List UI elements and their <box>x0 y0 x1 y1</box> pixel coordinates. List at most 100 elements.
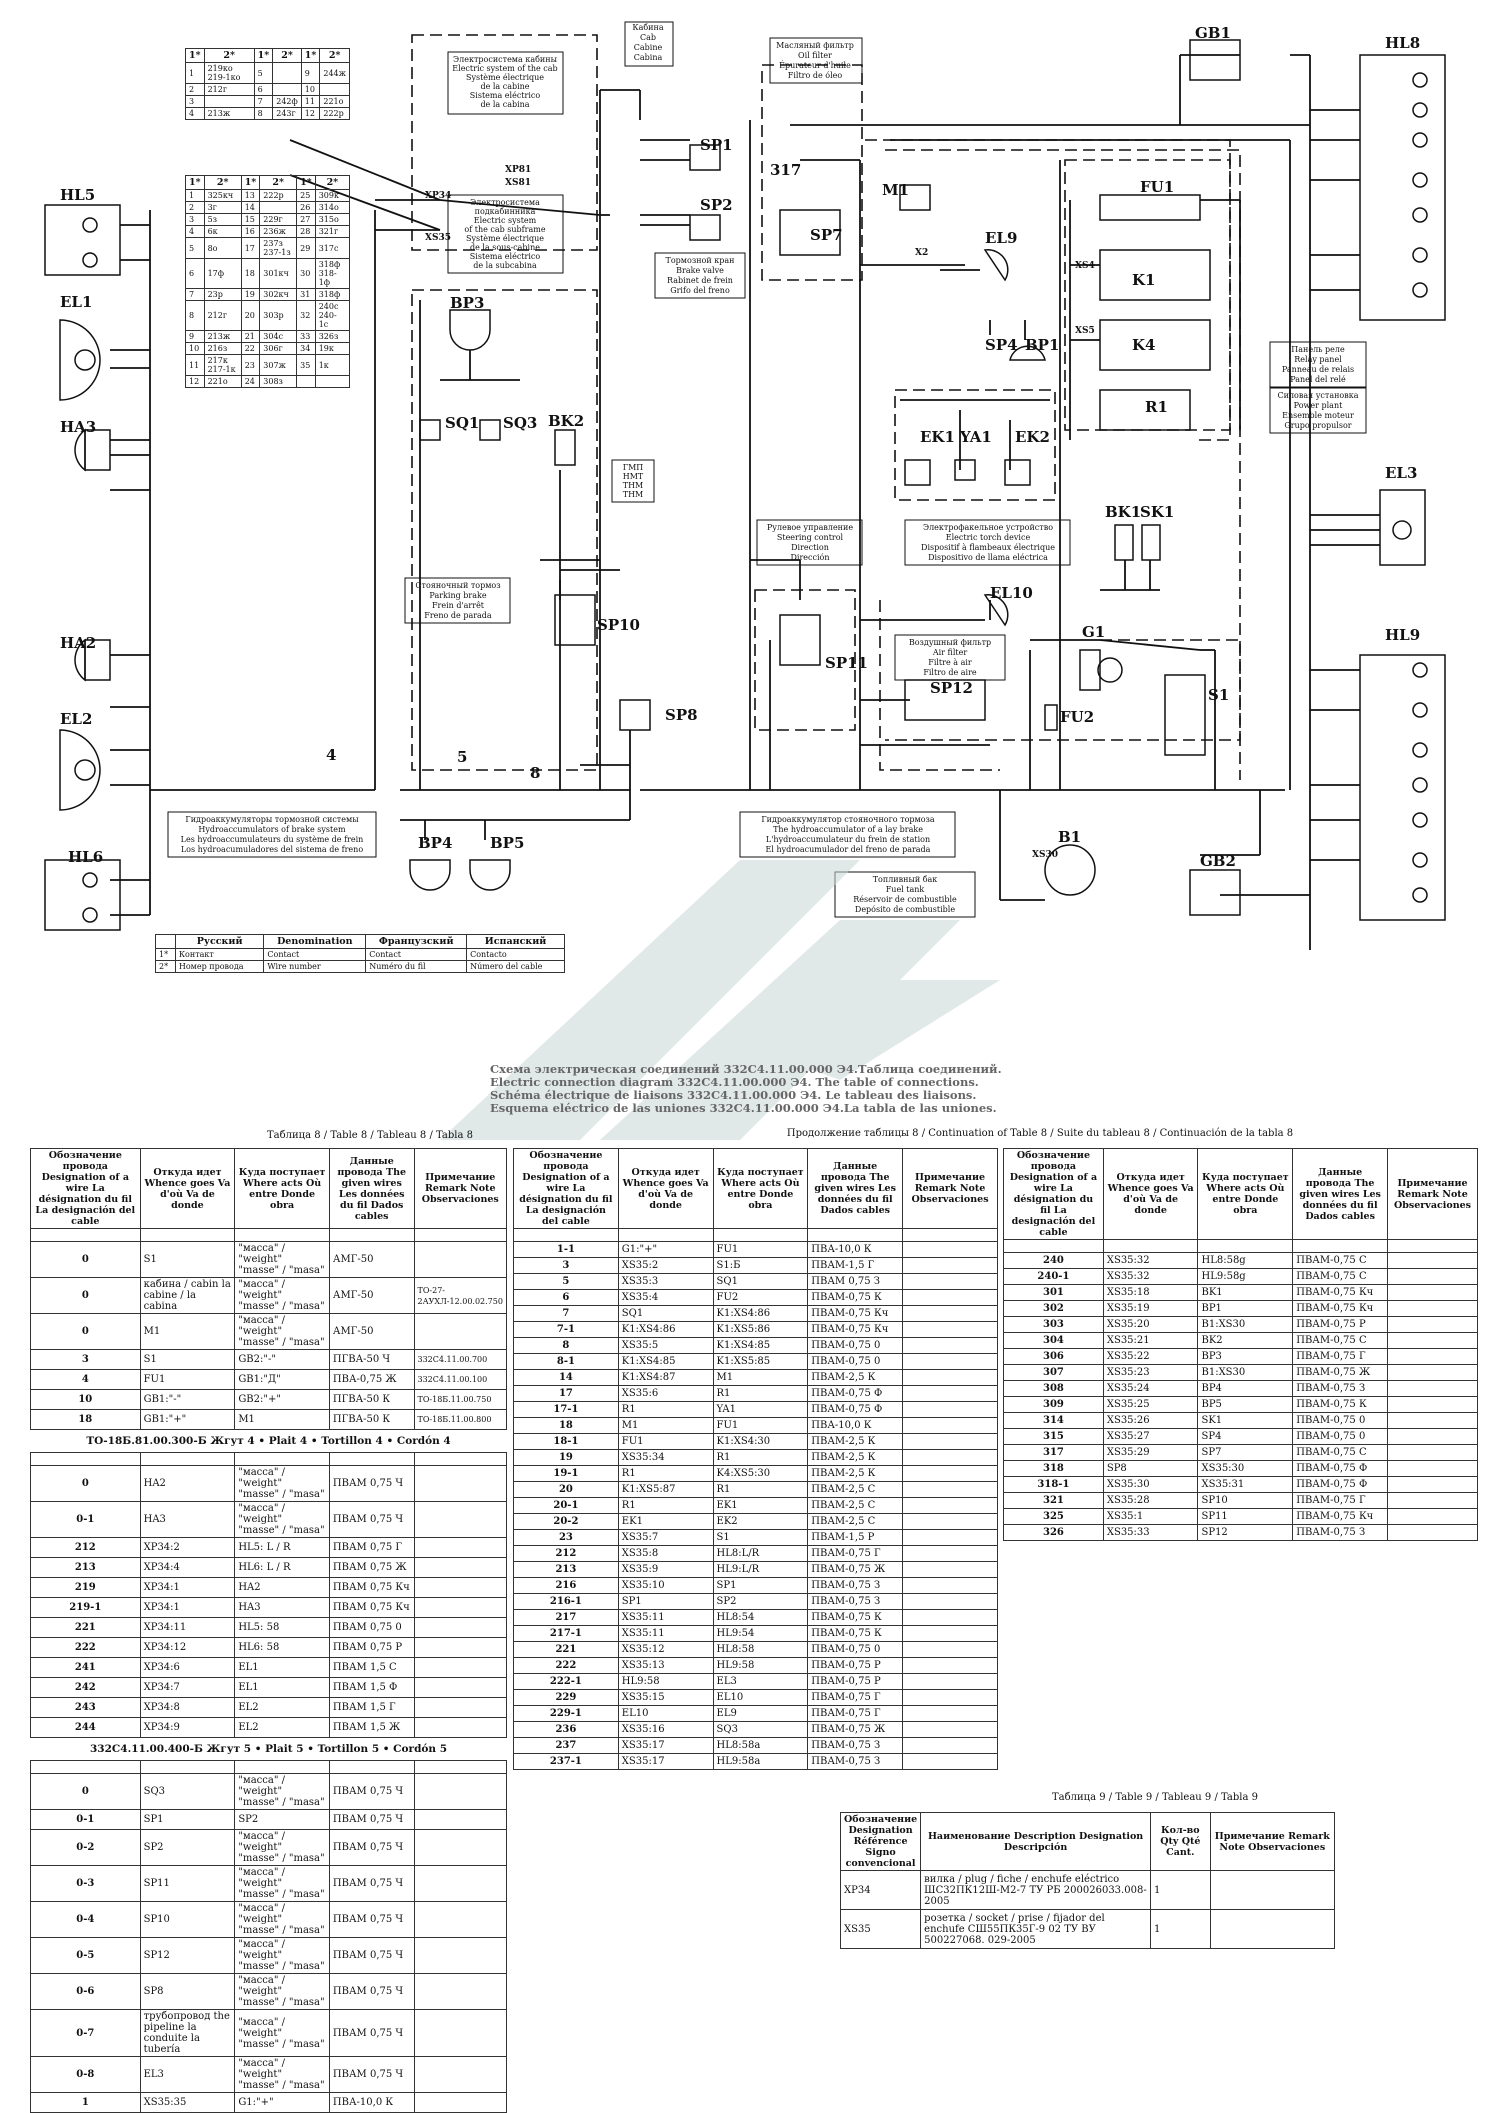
table-cell <box>413 1760 507 1774</box>
svg-text:Grupo propulsor: Grupo propulsor <box>1284 421 1351 430</box>
table-cell: S1:Б <box>712 1257 809 1274</box>
svg-text:Panneau de relais: Panneau de relais <box>1282 365 1354 374</box>
table-cell: "масса" / "weight" "masse" / "masa" <box>234 1277 330 1314</box>
table-cell <box>413 1537 507 1558</box>
table-cell: SP1 <box>139 1809 236 1830</box>
table-cell: EL2 <box>234 1717 330 1738</box>
connector-cell: 212г <box>203 300 242 331</box>
svg-text:de la cabina: de la cabina <box>480 100 529 109</box>
table-cell: R1 <box>712 1385 809 1402</box>
table-cell <box>902 1449 998 1466</box>
table-cell <box>413 1717 507 1738</box>
svg-text:Depósito de combustible: Depósito de combustible <box>855 905 955 914</box>
table-spacer-row <box>513 1228 998 1242</box>
table-cell: "масса" / "weight" "masse" / "masa" <box>234 1313 330 1350</box>
table-cell <box>1387 1396 1478 1413</box>
connector-cell: 19 <box>240 288 261 301</box>
svg-text:Dispositivo de llama eléctrica: Dispositivo de llama eléctrica <box>928 553 1048 562</box>
svg-text:Cab: Cab <box>640 33 656 42</box>
table-cell <box>413 1241 507 1278</box>
table-cell: SP8 <box>1102 1460 1199 1477</box>
connector-cell: 1* <box>296 175 316 190</box>
svg-text:Sistema eléctrico: Sistema eléctrico <box>470 252 541 261</box>
table9-cell <box>1209 1909 1336 1949</box>
table-cell: HL9:58g <box>1197 1268 1294 1285</box>
table-cell: XP34:9 <box>139 1717 236 1738</box>
connector-cell: 306г <box>259 342 298 355</box>
table-cell: 0 <box>30 1773 141 1810</box>
connector-cell: 237з 237-1з <box>259 237 298 259</box>
connector-cell <box>259 201 298 214</box>
table8-header-cell: Данные провода The given wires Les donné… <box>807 1148 904 1229</box>
table-cell: M1 <box>712 1369 809 1386</box>
connector-cell: 26 <box>296 201 316 214</box>
connector-cell <box>296 375 316 388</box>
table-cell: EL3 <box>139 2056 236 2093</box>
table-cell <box>413 1657 507 1678</box>
table-cell: YA1 <box>712 1401 809 1418</box>
table-cell <box>1102 1239 1199 1253</box>
label-317: 317 <box>770 161 801 179</box>
legend-cell: Номер провода <box>174 960 265 973</box>
table-cell <box>902 1497 998 1514</box>
table-cell <box>1387 1284 1478 1301</box>
connector-cell <box>319 83 350 96</box>
table-cell: 3 <box>30 1349 141 1370</box>
table-cell: ПВАМ 0,75 Ч <box>328 1901 415 1938</box>
connector-cell: 1 <box>185 189 205 202</box>
table-cell: ПВАМ 0,75 Ч <box>328 1501 415 1538</box>
svg-text:Les hydroaccumulateurs du syst: Les hydroaccumulateurs du système de fre… <box>181 835 364 844</box>
table-cell: "масса" / "weight" "masse" / "masa" <box>234 1241 330 1278</box>
connector-cell: 22 <box>240 342 261 355</box>
connector-cell: 15 <box>240 213 261 226</box>
connector-cell: 17 <box>240 237 261 259</box>
label-GB1: GB1 <box>1195 24 1231 42</box>
table-cell: XS35:33 <box>1102 1524 1199 1541</box>
label-EL9: EL9 <box>985 229 1017 247</box>
table-cell: S1 <box>139 1349 236 1370</box>
table-cell <box>902 1465 998 1482</box>
svg-text:Filtro de aire: Filtro de aire <box>923 668 977 677</box>
svg-text:Electric torch device: Electric torch device <box>946 533 1031 542</box>
table-cell: 303 <box>1003 1316 1104 1333</box>
table-spacer-row <box>1003 1239 1478 1253</box>
table-cell <box>413 1677 507 1698</box>
table8-mid: Обозначение провода Designation of a wir… <box>513 1148 998 1770</box>
table-cell <box>902 1593 998 1610</box>
table-cell: XS35:26 <box>1102 1412 1199 1429</box>
table-cell: 0-3 <box>30 1865 141 1902</box>
table-cell: HL9:54 <box>712 1625 809 1642</box>
connector-cell: 301кч <box>259 258 298 289</box>
table-cell: XS35:18 <box>1102 1284 1199 1301</box>
table-cell: 19-1 <box>513 1465 619 1482</box>
table-cell: ПВАМ 1,5 Ж <box>328 1717 415 1738</box>
table-cell: ПВАМ-2,5 К <box>807 1465 904 1482</box>
table-cell: HL5: 58 <box>234 1617 330 1638</box>
table-cell: ТО-18Б.11.00.750 <box>413 1389 507 1410</box>
table-cell: XS35:25 <box>1102 1396 1199 1413</box>
table-cell <box>902 1305 998 1322</box>
label-EL2: EL2 <box>60 710 92 728</box>
table-cell: HA3 <box>139 1501 236 1538</box>
svg-text:THM: THM <box>623 490 644 499</box>
connector-cell: 222р <box>259 189 298 202</box>
table-cell <box>413 1452 507 1466</box>
connector-cell: 8 <box>185 300 205 331</box>
